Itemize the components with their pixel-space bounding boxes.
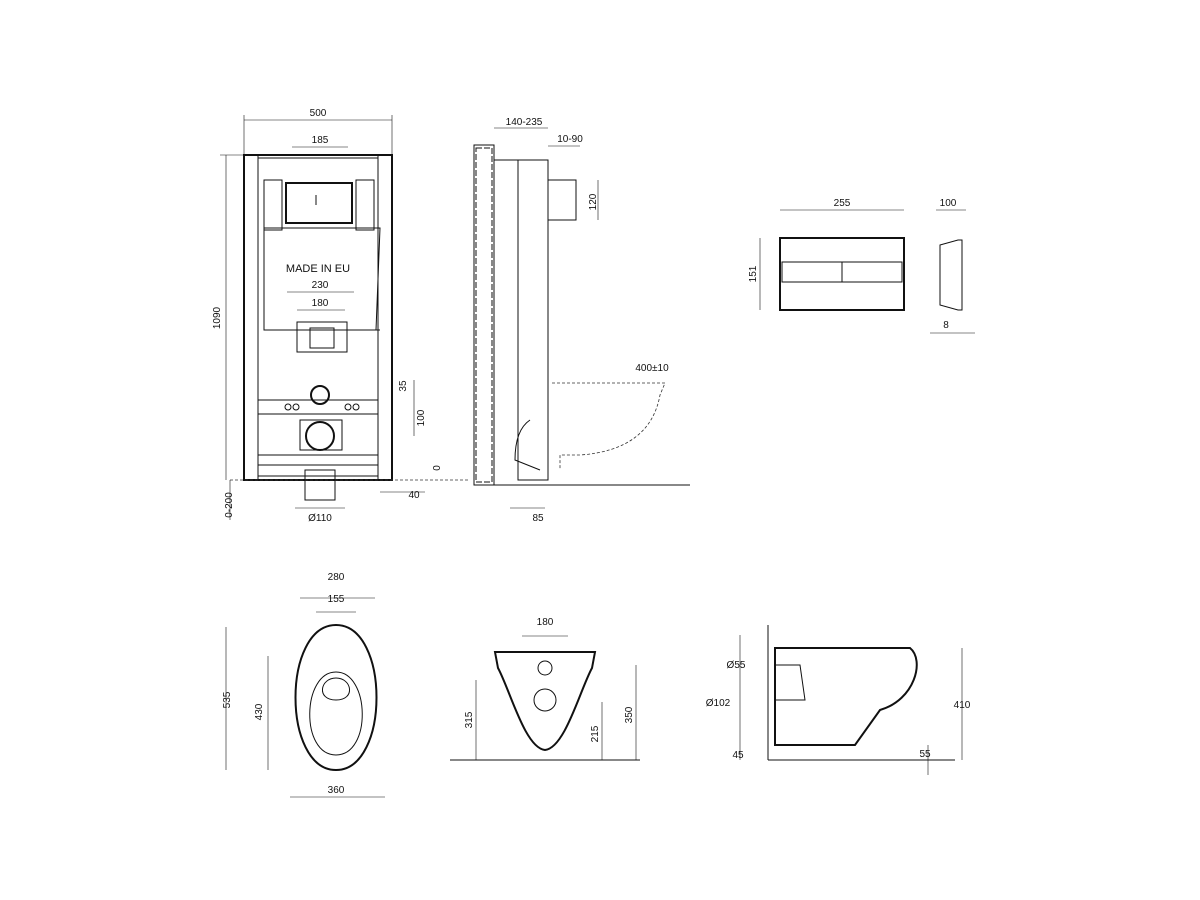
dim-120: 120 xyxy=(588,193,599,210)
dim-bowl-width: 280 xyxy=(328,572,345,583)
dim-plate-height: 151 xyxy=(748,265,759,282)
installation-side-view xyxy=(473,127,690,509)
bowl-side-view xyxy=(739,625,963,775)
dim-hole-spacing: 155 xyxy=(328,594,345,605)
dim-85: 85 xyxy=(532,513,544,524)
dim-hole-to-end: 430 xyxy=(254,703,265,720)
dim-flush-width: 185 xyxy=(312,135,329,146)
dim-315: 315 xyxy=(464,711,475,728)
dim-350: 350 xyxy=(624,706,635,723)
dim-adjust: 10-90 xyxy=(557,134,583,145)
dim-side-height: 410 xyxy=(954,700,971,711)
dim-55: 55 xyxy=(919,749,931,760)
dim-mount-width: 230 xyxy=(312,280,329,291)
dim-frame-depth: 140-235 xyxy=(506,117,543,128)
dim-inlet-diameter: Ø55 xyxy=(727,660,746,671)
dim-45: 45 xyxy=(732,750,744,761)
dim-215: 215 xyxy=(590,725,601,742)
dim-plate-thickness: 8 xyxy=(943,320,949,331)
dim-leg-range: 0-200 xyxy=(224,492,235,518)
dim-bolt-spacing: 180 xyxy=(312,298,329,309)
bowl-top-view xyxy=(225,597,385,798)
dim-back-bolt-spacing: 180 xyxy=(537,617,554,628)
dim-35: 35 xyxy=(398,380,409,392)
bowl-back-view xyxy=(450,635,640,761)
dim-100: 100 xyxy=(416,409,427,426)
made-in-eu-stamp: MADE IN EU xyxy=(286,263,350,275)
installation-frame-front-view xyxy=(220,115,470,520)
dim-plate-depth: 100 xyxy=(940,198,957,209)
dim-40: 40 xyxy=(408,490,420,501)
dim-drain-diameter: Ø110 xyxy=(308,513,332,524)
dim-outlet-diameter: Ø102 xyxy=(706,698,731,709)
dim-frame-width: 500 xyxy=(310,108,327,119)
dim-bowl-height: 400±10 xyxy=(635,363,669,374)
flush-plate xyxy=(759,209,975,334)
dim-frame-height: 1090 xyxy=(212,306,223,329)
dim-plate-width: 255 xyxy=(834,198,851,209)
dim-seat-width: 360 xyxy=(328,785,345,796)
dim-zero: 0 xyxy=(432,465,443,471)
dim-bowl-length: 535 xyxy=(222,691,233,708)
